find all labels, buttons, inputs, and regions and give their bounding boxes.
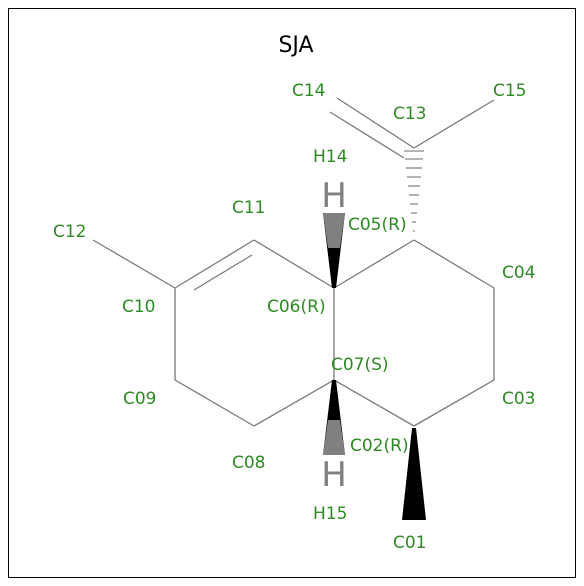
bond-c06-c05 — [333, 239, 415, 289]
bond-c12-c10 — [92, 239, 176, 289]
atom-label-c02: C02(R) — [350, 436, 409, 456]
atom-label-c12: C12 — [53, 222, 87, 242]
atom-label-c09: C09 — [123, 389, 157, 409]
bond-c14-c13-double — [329, 111, 405, 159]
atom-label-c04: C04 — [502, 263, 536, 283]
bond-c03-c02 — [413, 379, 495, 427]
hydrogen-glyph-h15: H — [321, 455, 347, 495]
atom-label-c05: C05(R) — [348, 215, 407, 235]
bond-c08-c07 — [253, 379, 335, 427]
bond-c09-c08 — [174, 379, 255, 427]
wedge-c07-h-grey — [323, 420, 345, 455]
bond-c10-c11-double — [193, 254, 253, 291]
atom-label-h15: H15 — [313, 504, 347, 524]
bond-c10-c11 — [174, 239, 255, 289]
atom-label-c13: C13 — [393, 104, 427, 124]
atom-label-c08: C08 — [232, 453, 266, 473]
bond-c02-c07 — [333, 379, 415, 427]
diagram-frame — [8, 8, 576, 578]
bond-c14-c13 — [336, 97, 415, 149]
atom-label-h14: H14 — [313, 147, 347, 167]
bond-c05-c04 — [413, 239, 495, 289]
wedge-c06-h-grey — [323, 213, 345, 248]
atom-label-c11: C11 — [232, 198, 266, 218]
atom-label-c01: C01 — [393, 533, 427, 553]
hashed-wedge-c05-c13 — [404, 150, 424, 232]
bond-c11-c06 — [253, 239, 335, 289]
wedge-c02-c01 — [402, 428, 426, 520]
bond-layer — [92, 97, 495, 427]
bond-c13-c15 — [413, 99, 495, 149]
hydrogen-glyph-h14: H — [321, 176, 347, 216]
atom-label-c15: C15 — [493, 81, 527, 101]
atom-label-c07: C07(S) — [331, 355, 389, 375]
atom-label-c03: C03 — [502, 389, 536, 409]
molecule-title: SJA — [278, 33, 313, 58]
atom-label-c14: C14 — [292, 81, 326, 101]
atom-label-c10: C10 — [122, 297, 156, 317]
atom-label-c06: C06(R) — [267, 297, 326, 317]
